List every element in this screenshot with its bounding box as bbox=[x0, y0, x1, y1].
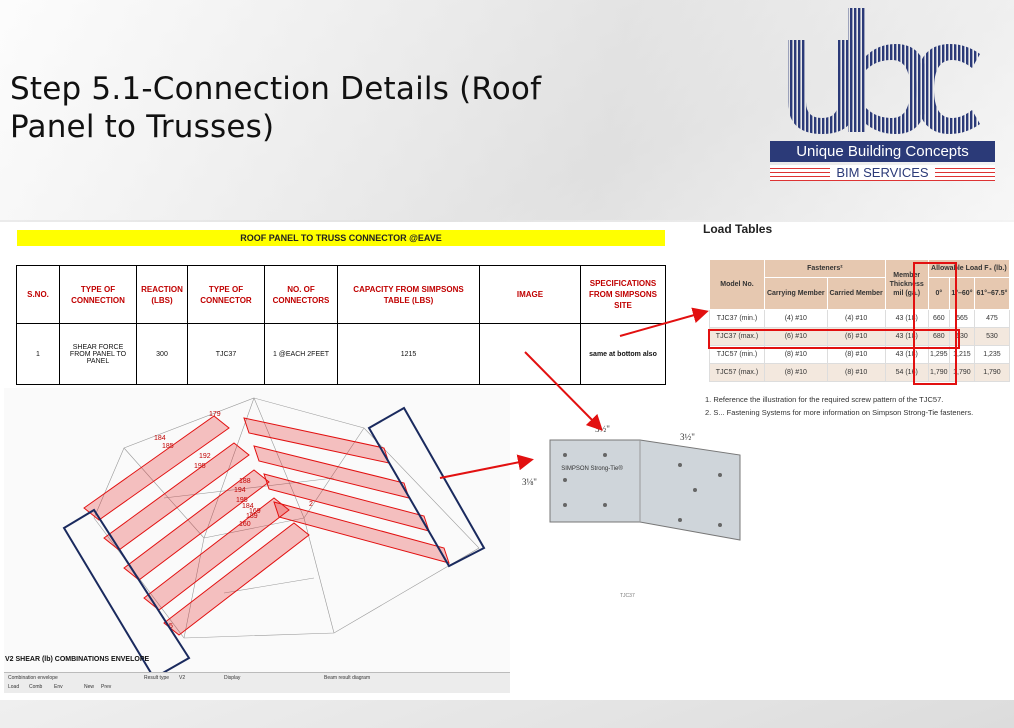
cell: 530 bbox=[973, 327, 1011, 346]
load-radio[interactable]: Load bbox=[8, 684, 20, 690]
cell: 300 bbox=[136, 323, 188, 385]
model-toolbar: Combination envelope Result type V2 Disp… bbox=[4, 672, 510, 693]
cell: 1,790 bbox=[973, 363, 1011, 382]
shear-label: 184 bbox=[242, 503, 254, 510]
bracket-illustration: SIMPSON Strong-Tie® 3½" 3½" 3⅛" bbox=[522, 424, 741, 541]
roof-shear-diagram: 179 184 185 192 195 188 194 195 184 189 … bbox=[62, 397, 486, 680]
cell: TJC37 (max.) bbox=[709, 327, 765, 346]
cell: (4) #10 bbox=[826, 309, 886, 328]
shear-label: 195 bbox=[194, 463, 206, 470]
col-header: TYPE OF CONNECTION bbox=[59, 265, 137, 324]
col-header: NO. OF CONNECTORS bbox=[264, 265, 338, 324]
shear-label: 189 bbox=[246, 513, 258, 520]
structural-model-view: 179 184 185 192 195 188 194 195 184 189 … bbox=[4, 388, 510, 693]
comb-select[interactable]: Combination envelope bbox=[8, 675, 58, 681]
shear-label: 169 bbox=[249, 508, 261, 515]
load-table-group-header: Model No. Fasteners² Member Thickness mi… bbox=[709, 259, 1011, 310]
cell: 54 (16) bbox=[884, 363, 929, 382]
cell: 1,235 bbox=[973, 345, 1011, 364]
cell: (8) #10 bbox=[826, 363, 886, 382]
col-header: REACTION (LBS) bbox=[136, 265, 188, 324]
logo-tagline-text: BIM SERVICES bbox=[830, 165, 935, 180]
comb-radio[interactable]: Comb bbox=[29, 684, 43, 690]
col-header: 0° bbox=[927, 277, 950, 310]
col-header: 61°–67.5° bbox=[973, 277, 1011, 310]
tjc37-bracket: SIMPSON Strong-Tie® 3½" 3½" 3⅛" bbox=[520, 420, 750, 605]
result-type-select[interactable]: V2 bbox=[179, 675, 186, 681]
new-button[interactable]: New bbox=[84, 684, 95, 690]
col-header: SPECIFICATIONS FROM SIMPSONS SITE bbox=[580, 265, 666, 324]
cell: (6) #10 bbox=[764, 327, 828, 346]
col-header: Carried Member bbox=[826, 277, 886, 310]
shear-label: 5 bbox=[169, 623, 173, 630]
bracket-dim-top-right: 3½" bbox=[680, 432, 695, 442]
cell: TJC37 (min.) bbox=[709, 309, 765, 328]
cell: 1 bbox=[16, 323, 60, 385]
col-header: TYPE OF CONNECTOR bbox=[187, 265, 265, 324]
cell: 475 bbox=[973, 309, 1011, 328]
shear-label: 179 bbox=[209, 411, 221, 418]
shear-label: 185 bbox=[162, 443, 174, 450]
cell: TJC37 bbox=[187, 323, 265, 385]
shear-label: 2 bbox=[309, 501, 313, 508]
connector-table-title: ROOF PANEL TO TRUSS CONNECTOR @EAVE bbox=[17, 230, 665, 246]
cell: (6) #10 bbox=[826, 327, 886, 346]
logo-tagline: BIM SERVICES bbox=[770, 165, 995, 181]
cell bbox=[479, 323, 581, 385]
bracket-caption: TJC37 bbox=[620, 593, 635, 599]
shear-label: 195 bbox=[236, 497, 248, 504]
env-radio[interactable]: Env bbox=[54, 684, 63, 690]
shear-label: 160 bbox=[239, 521, 251, 528]
prev-button[interactable]: Prev bbox=[101, 684, 112, 690]
cell: SHEAR FORCE FROM PANEL TO PANEL bbox=[59, 323, 137, 385]
shear-label: 194 bbox=[234, 487, 246, 494]
connector-table-header-row: S.NO. TYPE OF CONNECTION REACTION (LBS) … bbox=[16, 265, 666, 324]
highlight-column-box bbox=[913, 262, 957, 385]
cell: (8) #10 bbox=[764, 363, 828, 382]
display-label: Display bbox=[224, 675, 241, 681]
highlight-row-box bbox=[708, 329, 960, 349]
model-caption: V2 SHEAR (lb) COMBINATIONS ENVELOPE bbox=[5, 656, 150, 663]
connector-table: S.NO. TYPE OF CONNECTION REACTION (LBS) … bbox=[16, 265, 666, 385]
diagram-select[interactable]: Beam result diagram bbox=[324, 675, 371, 681]
ubc-logo-mark bbox=[788, 8, 980, 134]
cell: 1215 bbox=[337, 323, 480, 385]
load-note-1: 1. Reference the illustration for the re… bbox=[705, 395, 944, 404]
col-header: S.NO. bbox=[16, 265, 60, 324]
bracket-brand: SIMPSON Strong-Tie® bbox=[561, 465, 623, 472]
col-header: Fasteners² bbox=[764, 259, 886, 278]
load-note-2: 2. S... Fastening Systems for more infor… bbox=[705, 408, 974, 417]
cell: (4) #10 bbox=[764, 309, 828, 328]
cell: 1,790 bbox=[927, 363, 950, 382]
slide-title: Step 5.1-Connection Details (Roof Panel … bbox=[10, 71, 542, 145]
col-header: Model No. bbox=[709, 259, 765, 310]
cell: same at bottom also bbox=[580, 323, 666, 385]
bracket-dim-side: 3⅛" bbox=[522, 477, 537, 487]
cell: 43 (18) bbox=[884, 327, 929, 346]
col-header: Carrying Member bbox=[764, 277, 828, 310]
shear-label: 188 bbox=[239, 478, 251, 485]
logo-company-name: Unique Building Concepts bbox=[770, 141, 995, 162]
load-tables-title: Load Tables bbox=[703, 222, 773, 236]
bracket-dim-top-left: 3½" bbox=[595, 424, 610, 434]
cell: TJC57 (max.) bbox=[709, 363, 765, 382]
col-header: IMAGE bbox=[479, 265, 581, 324]
load-table: Model No. Fasteners² Member Thickness mi… bbox=[709, 259, 1011, 385]
cell: 1 @EACH 2FEET bbox=[264, 323, 338, 385]
result-type-label: Result type bbox=[144, 675, 170, 681]
col-header: CAPACITY FROM SIMPSONS TABLE (LBS) bbox=[337, 265, 480, 324]
cell: 660 bbox=[927, 309, 950, 328]
shear-label: 184 bbox=[154, 435, 166, 442]
shear-label: 192 bbox=[199, 453, 211, 460]
load-table-subheader: Carrying Member Carried Member 0° 1°–60°… bbox=[710, 277, 1011, 310]
ubc-logo: Unique Building Concepts BIM SERVICES bbox=[770, 6, 995, 181]
table-row: 1 SHEAR FORCE FROM PANEL TO PANEL 300 TJ… bbox=[16, 323, 666, 385]
col-header: 1°–60° bbox=[948, 277, 975, 310]
